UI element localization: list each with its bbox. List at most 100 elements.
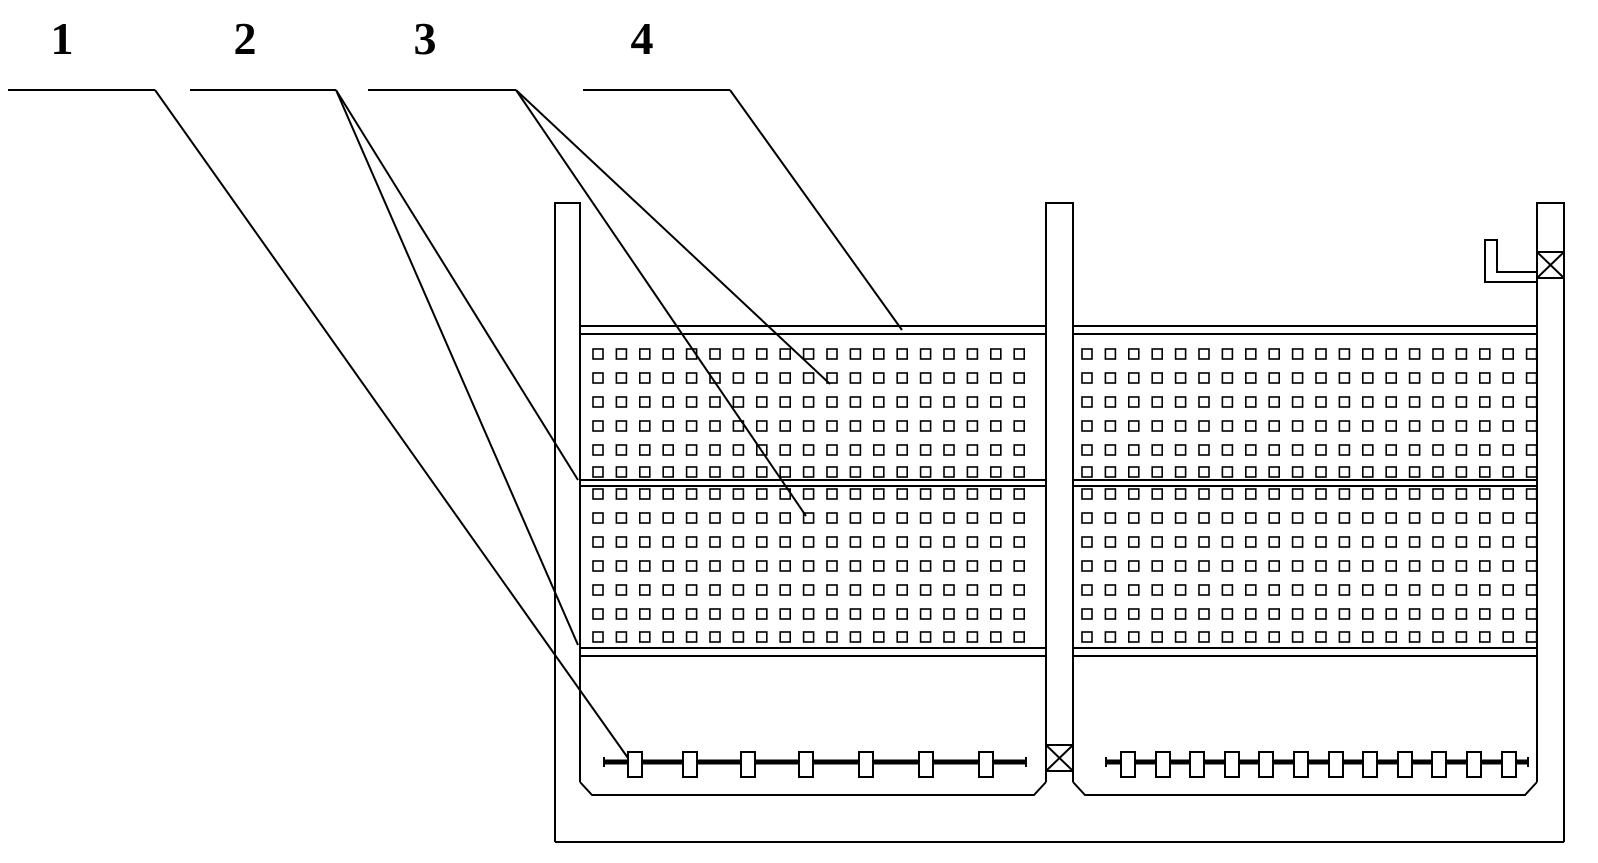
media-cell [1362,560,1374,572]
media-cell [896,512,909,524]
media-cell [1525,536,1538,548]
media-cell [638,560,651,572]
media-cell [1338,488,1351,500]
media-cell [755,512,768,524]
media-cell [1432,420,1444,432]
media-cell [1315,631,1327,643]
media-cell [1455,584,1468,596]
media-cell [1362,512,1374,524]
media-cell [1081,608,1093,620]
media-cell [1198,396,1210,408]
media-cell [615,608,628,620]
media-cell [849,420,862,432]
media-cell [849,608,862,620]
media-cell [1455,608,1468,620]
media-cell [1525,560,1538,572]
media-cell [1198,512,1210,524]
media-cell [1432,488,1444,500]
media-cell [1174,348,1187,360]
media-cell [685,420,698,432]
media-cell [1128,488,1140,500]
media-cell [1245,420,1257,432]
media-cell [1525,466,1538,478]
media-cell [638,420,651,432]
media-cell [1315,512,1327,524]
media-cell [779,560,792,572]
media-cell [1081,584,1093,596]
media-cell [592,348,604,360]
media-cell [1174,488,1187,500]
media-cell [1315,584,1327,596]
media-cell [779,512,792,524]
media-cell [662,396,675,408]
media-cell [638,608,651,620]
media-cell [1502,536,1514,548]
media-cell [1291,631,1304,643]
media-cell [872,560,885,572]
media-cell [1385,348,1397,360]
media-cell [709,466,721,478]
media-cell [1432,536,1444,548]
media-cell [989,608,1002,620]
media-cell [1385,420,1397,432]
media-cell [1174,396,1187,408]
media-cell [1455,420,1468,432]
aerator-head [1328,751,1344,778]
media-cell [732,536,745,548]
media-cell [685,488,698,500]
aerator-head [918,751,934,778]
media-cell [1455,396,1468,408]
media-cell [919,608,932,620]
media-cell [1385,536,1397,548]
media-cell [989,466,1002,478]
media-cell [685,608,698,620]
media-cell [1362,631,1374,643]
media-cell [592,608,604,620]
media-cell [826,420,838,432]
media-cell [732,444,745,456]
media-cell [592,560,604,572]
media-cell [732,466,745,478]
media-cell [755,608,768,620]
media-cell [1291,372,1304,384]
media-cell [1013,420,1026,432]
media-cell [1013,560,1026,572]
media-cell [592,488,604,500]
media-cell [802,348,815,360]
media-cell [849,396,862,408]
media-cell [1525,396,1538,408]
media-cell [1525,631,1538,643]
media-cell [1455,536,1468,548]
media-cell [1479,512,1491,524]
media-cell [1151,444,1163,456]
media-cell [755,396,768,408]
media-cell [1245,466,1257,478]
aerator-head [627,751,643,778]
media-cell [896,444,909,456]
media-cell [1081,396,1093,408]
media-cell [1455,444,1468,456]
media-cell [1221,631,1234,643]
media-cell [919,560,932,572]
media-cell [755,420,768,432]
media-cell [1128,631,1140,643]
media-cell [615,466,628,478]
media-cell [872,536,885,548]
media-cell [1081,348,1093,360]
media-cell [1221,466,1234,478]
media-cell [1479,444,1491,456]
media-cell [1455,488,1468,500]
media-cell [779,466,792,478]
media-cell [1502,420,1514,432]
media-cell [732,396,745,408]
media-cell [1198,420,1210,432]
media-cell [1315,608,1327,620]
media-cell [1291,420,1304,432]
media-cell [755,488,768,500]
media-cell [943,372,955,384]
media-cell [1151,466,1163,478]
media-cell [1013,466,1026,478]
media-cell [615,560,628,572]
media-cell [732,372,745,384]
